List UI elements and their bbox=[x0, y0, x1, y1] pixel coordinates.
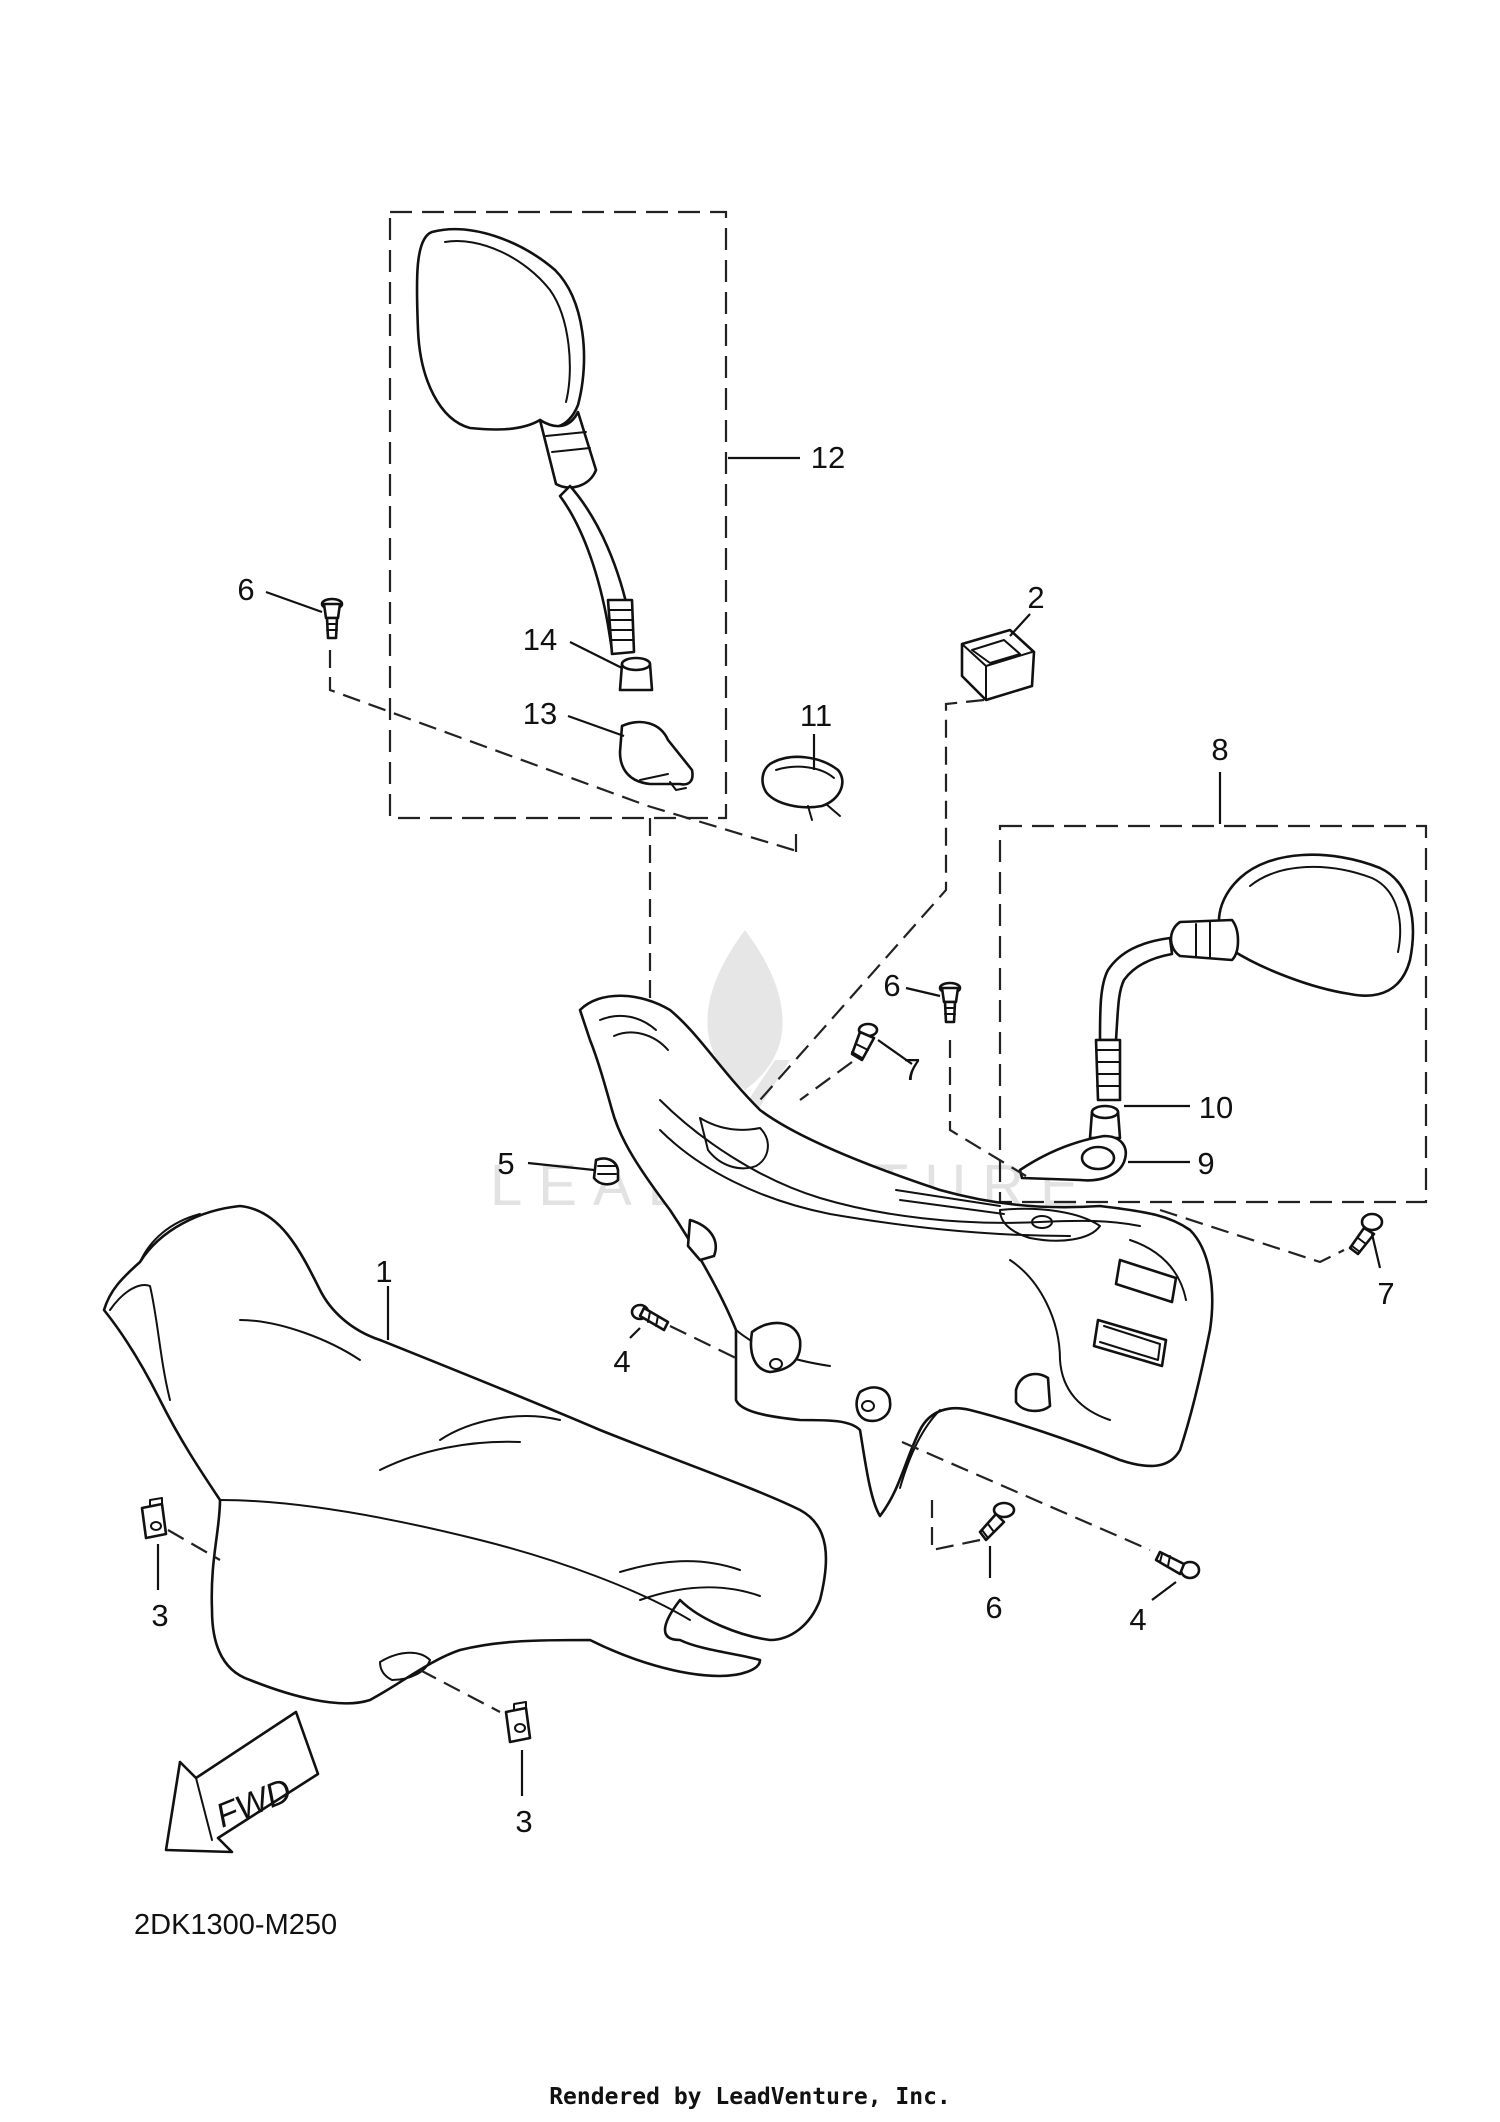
rear-handlebar-cover bbox=[578, 994, 1214, 1518]
part-1-front-cover bbox=[102, 1204, 828, 1705]
part-13-cover bbox=[618, 720, 694, 791]
part-7-screw-right bbox=[1348, 1212, 1384, 1256]
leader-4-left bbox=[629, 1327, 641, 1339]
assembly-line-7-right bbox=[1159, 1208, 1345, 1264]
part-6-screw-upper-left bbox=[320, 597, 344, 640]
callout-5: 5 bbox=[497, 1146, 514, 1181]
part-3-nut-lower bbox=[504, 1701, 532, 1744]
callout-1: 1 bbox=[375, 1254, 392, 1289]
leader-14 bbox=[569, 641, 623, 669]
callout-3-upper: 3 bbox=[151, 1598, 168, 1633]
callout-2: 2 bbox=[1027, 580, 1044, 615]
callout-12: 12 bbox=[811, 440, 845, 475]
callout-11: 11 bbox=[800, 698, 832, 733]
part-4-screw-left bbox=[630, 1303, 670, 1332]
assembly-line-6 bbox=[328, 650, 801, 854]
callout-4-lower-right: 4 bbox=[1129, 1602, 1146, 1637]
assembly-line-7-center bbox=[799, 1061, 853, 1101]
leader-6-upper-left bbox=[265, 590, 323, 614]
callout-7-center: 7 bbox=[903, 1052, 920, 1087]
callout-3-lower: 3 bbox=[515, 1804, 532, 1839]
assembly-line-3-lower bbox=[419, 1669, 501, 1713]
leader-2 bbox=[1009, 613, 1031, 637]
kit-12-box bbox=[388, 210, 728, 820]
callout-7-right: 7 bbox=[1377, 1276, 1394, 1311]
leader-7-right bbox=[1370, 1233, 1382, 1269]
part-6-screw-lower bbox=[978, 1501, 1016, 1542]
right-mirror bbox=[1094, 853, 1415, 1102]
part-5-grommet bbox=[592, 1157, 620, 1186]
assembly-line-4-left bbox=[669, 1325, 741, 1361]
part-14-collar bbox=[618, 656, 654, 692]
part-9-cover bbox=[1018, 1134, 1127, 1182]
diagram-code: 2DK1300-M250 bbox=[134, 1909, 337, 1941]
part-6-screw-center bbox=[938, 981, 962, 1024]
assembly-line-2 bbox=[759, 698, 985, 1101]
callout-13: 13 bbox=[523, 696, 557, 731]
callout-6-lower: 6 bbox=[985, 1590, 1002, 1625]
kit-8-box bbox=[998, 824, 1428, 1204]
leader-4-lower-right bbox=[1151, 1581, 1177, 1601]
callout-9: 9 bbox=[1197, 1146, 1214, 1181]
assembly-line-6-lower bbox=[930, 1500, 981, 1552]
part-3-nut-upper bbox=[140, 1497, 168, 1540]
leader-7-center bbox=[877, 1039, 913, 1065]
part-7-screw-center bbox=[850, 1022, 879, 1062]
assembly-line-4-lower-right bbox=[901, 1440, 1151, 1552]
assembly-line-3-upper bbox=[167, 1529, 221, 1561]
leader-6-center bbox=[905, 986, 941, 998]
leader-13 bbox=[567, 714, 625, 738]
callout-6-upper-left: 6 bbox=[237, 572, 254, 607]
left-mirror bbox=[415, 227, 636, 656]
callout-6-center: 6 bbox=[883, 968, 900, 1003]
assembly-line-6-center bbox=[948, 1040, 1027, 1177]
callout-10: 10 bbox=[1199, 1090, 1233, 1125]
fwd-arrow-icon: FWD bbox=[164, 1710, 320, 1854]
callout-14: 14 bbox=[523, 622, 557, 657]
part-4-screw-lower-right bbox=[1154, 1550, 1201, 1580]
part-11-cap bbox=[761, 755, 844, 821]
callout-4-left: 4 bbox=[613, 1344, 630, 1379]
part-10-collar bbox=[1088, 1104, 1122, 1140]
part-2-plug bbox=[960, 628, 1036, 702]
callout-8: 8 bbox=[1211, 732, 1228, 767]
render-credit: Rendered by LeadVenture, Inc. bbox=[549, 2084, 951, 2110]
leader-5 bbox=[527, 1161, 595, 1172]
